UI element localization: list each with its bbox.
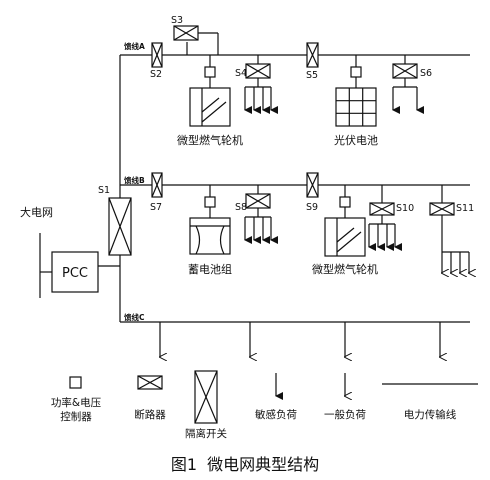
- s10-label: S10: [396, 203, 414, 214]
- breaker-s8: [245, 193, 271, 209]
- breaker-s11: [429, 202, 455, 216]
- isolator-s1: [108, 197, 132, 256]
- s7-label: S7: [150, 202, 162, 213]
- microturbine-2-label: 微型燃气轮机: [312, 262, 378, 276]
- s6-label: S6: [420, 68, 432, 79]
- isolator-s2: [151, 42, 163, 68]
- pcc-box: [51, 251, 99, 293]
- s3-label: S3: [171, 15, 183, 26]
- battery-icon: [189, 217, 231, 255]
- s11-label: S11: [456, 203, 474, 214]
- battery-label: 蓄电池组: [188, 262, 232, 276]
- breaker-s6: [392, 63, 418, 79]
- controller-mt1: [204, 66, 216, 78]
- s5-label: S5: [306, 70, 318, 81]
- isolator-s9: [306, 172, 319, 198]
- pv-icon: [335, 87, 377, 127]
- feeder-c-label: 馈线C: [123, 312, 145, 322]
- s2-label: S2: [150, 69, 162, 80]
- legend-isolator-symbol: [194, 370, 218, 424]
- controller-mt2: [339, 196, 351, 208]
- s8-label: S8: [235, 202, 247, 213]
- controller-pv: [350, 66, 362, 78]
- grid-label: 大电网: [20, 205, 53, 219]
- pv-label: 光伏电池: [334, 133, 378, 147]
- microturbine-1-icon: [189, 87, 231, 127]
- s1-label: S1: [98, 185, 110, 196]
- legend-breaker-label: 断路器: [134, 408, 166, 421]
- breaker-s10: [369, 202, 395, 216]
- s9-label: S9: [306, 202, 318, 213]
- legend-line-label: 电力传输线: [404, 408, 457, 421]
- isolator-s7: [151, 172, 163, 198]
- controller-battery: [204, 196, 216, 208]
- s4-label: S4: [235, 68, 247, 79]
- microturbine-2-icon: [324, 217, 366, 257]
- feeder-b-label: 馈线B: [123, 175, 145, 185]
- legend-controller-label-2: 控制器: [60, 410, 92, 423]
- legend-isolator-label: 隔离开关: [185, 427, 227, 440]
- isolator-s5: [306, 42, 319, 68]
- pcc-label: PCC: [62, 266, 88, 281]
- legend-sensitive-load-label: 敏感负荷: [255, 408, 297, 421]
- figure-caption: 图1 微电网典型结构: [171, 455, 319, 474]
- feeder-a-label: 馈线A: [123, 41, 145, 51]
- legend-controller-label-1: 功率&电压: [51, 396, 102, 409]
- legend-controller-symbol: [69, 376, 82, 389]
- breaker-s4: [245, 63, 271, 79]
- legend-breaker-symbol: [137, 375, 163, 390]
- legend-general-load-label: 一般负荷: [324, 408, 366, 421]
- microturbine-1-label: 微型燃气轮机: [177, 133, 243, 147]
- breaker-s3: [173, 25, 199, 41]
